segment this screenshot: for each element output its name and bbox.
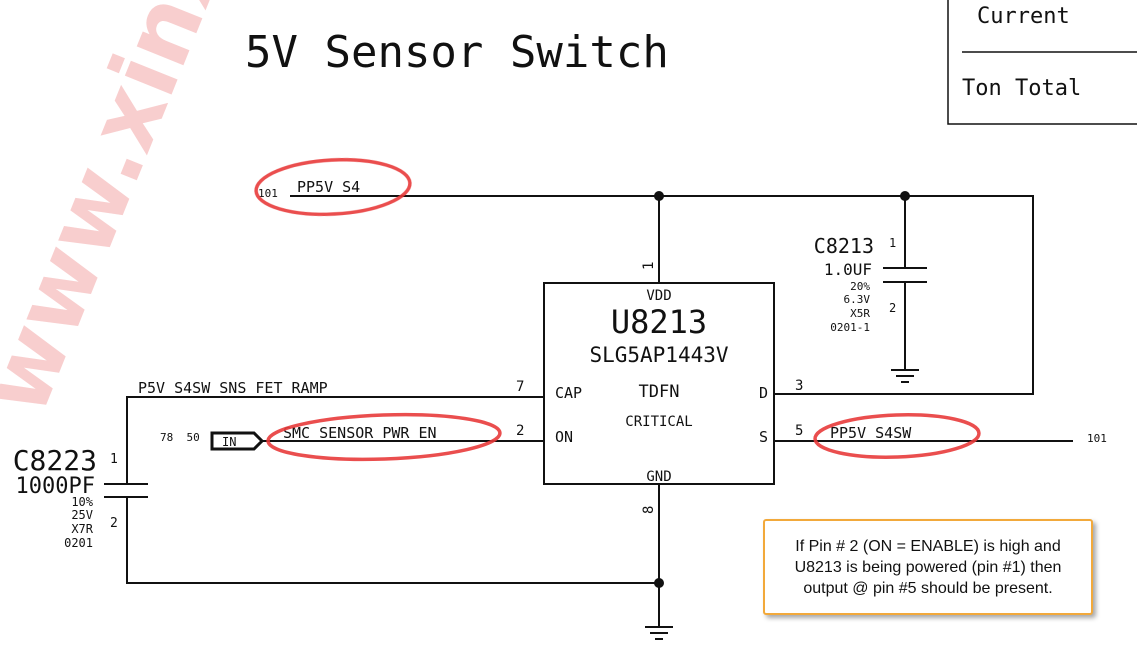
- junction-dot: [654, 191, 664, 201]
- pin-number: 3: [795, 378, 803, 394]
- revision-box: Current Ton Total: [947, 0, 1137, 125]
- pin-number: 1: [889, 236, 896, 250]
- ic-refdes: U8213: [611, 303, 707, 341]
- pin-d: D: [759, 384, 768, 402]
- tolerance: 20%: [850, 280, 870, 293]
- highlight-ellipse: [813, 413, 981, 459]
- pin-vdd: VDD: [646, 288, 671, 304]
- pin-cap: CAP: [555, 384, 582, 402]
- page-title: 5V Sensor Switch: [245, 27, 669, 78]
- pin-number: 8: [641, 506, 657, 514]
- value: 1.0UF: [824, 260, 872, 279]
- junction-dot: [900, 191, 910, 201]
- size: 0201-1: [830, 321, 870, 334]
- net-label-ramp[interactable]: P5V_S4SW_SNS_FET_RAMP: [138, 379, 328, 397]
- voltage: 6.3V: [844, 293, 871, 306]
- capacitor-c8213[interactable]: C8213 1.0UF 20% 6.3V X5R 0201-1 1 2: [814, 234, 896, 334]
- ic-package: TDFN: [639, 382, 680, 402]
- pin-number: 1: [110, 452, 118, 467]
- dielectric: X7R: [71, 522, 93, 536]
- pin-s: S: [759, 428, 768, 446]
- highlights: [254, 157, 981, 462]
- ic-critical: CRITICAL: [625, 414, 692, 430]
- tolerance: 10%: [71, 495, 93, 509]
- annotation-note: If Pin # 2 (ON = ENABLE) is high and U82…: [763, 519, 1093, 615]
- ic-part: SLG5AP1443V: [589, 343, 728, 367]
- size: 0201: [64, 536, 93, 550]
- highlight-ellipse: [254, 157, 412, 217]
- net-label-pp5v-s4[interactable]: PP5V_S4: [297, 178, 360, 196]
- pin-on: ON: [555, 428, 573, 446]
- junction-dot: [654, 578, 664, 588]
- watermark: www.xinxin: [0, 0, 284, 428]
- refdes: C8213: [814, 234, 874, 258]
- input-port-label: IN: [222, 435, 236, 449]
- net-label-pp5v-s4sw[interactable]: PP5V_S4SW: [830, 424, 912, 442]
- highlight-ellipse: [266, 412, 502, 462]
- page-ref: 101: [1087, 432, 1107, 445]
- pin-number: 7: [516, 379, 524, 395]
- ton-total-label: Ton Total: [962, 76, 1081, 101]
- pin-number: 2: [110, 516, 118, 531]
- value: 1000PF: [16, 474, 95, 499]
- voltage: 25V: [71, 508, 93, 522]
- annotation-text: If Pin # 2 (ON = ENABLE) is high and U82…: [794, 537, 1062, 597]
- net-label-smc-sensor-pwr-en[interactable]: SMC_SENSOR_PWR_EN: [283, 424, 437, 442]
- pin-number: 2: [889, 301, 896, 315]
- pin-gnd: GND: [646, 469, 671, 485]
- wires: [104, 195, 1073, 640]
- refdes: C8223: [13, 444, 97, 477]
- pin-number: 5: [795, 423, 803, 439]
- page-refs: 78 50: [160, 431, 200, 444]
- ic-u8213[interactable]: VDD U8213 SLG5AP1443V TDFN CRITICAL CAP …: [555, 288, 768, 485]
- pin-number: 2: [516, 423, 524, 439]
- pin-number: 1: [641, 262, 657, 270]
- dielectric: X5R: [850, 307, 870, 320]
- capacitor-c8223[interactable]: C8223 1000PF 10% 25V X7R 0201 1 2: [13, 444, 118, 550]
- page-ref: 101: [258, 187, 278, 200]
- current-label: Current: [977, 4, 1070, 29]
